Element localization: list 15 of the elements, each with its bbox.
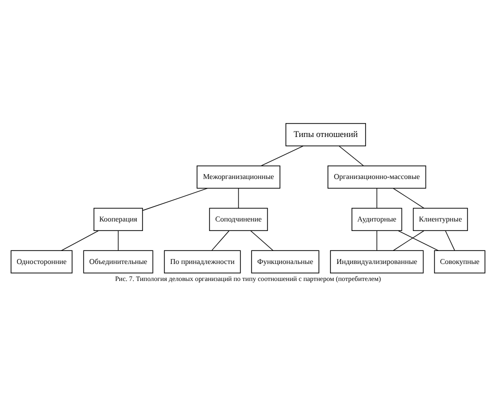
node-box: Типы отношений xyxy=(285,123,366,146)
connector xyxy=(118,230,119,251)
connector xyxy=(392,230,424,251)
connector xyxy=(250,230,274,251)
connector xyxy=(338,146,364,166)
connector xyxy=(398,230,439,251)
connector xyxy=(142,188,208,211)
connector xyxy=(238,188,239,208)
connector xyxy=(393,188,424,209)
connector xyxy=(61,230,99,251)
connector xyxy=(376,188,378,208)
connector xyxy=(445,230,455,251)
connector xyxy=(212,230,230,251)
connector xyxy=(376,230,378,251)
connector xyxy=(260,146,304,166)
